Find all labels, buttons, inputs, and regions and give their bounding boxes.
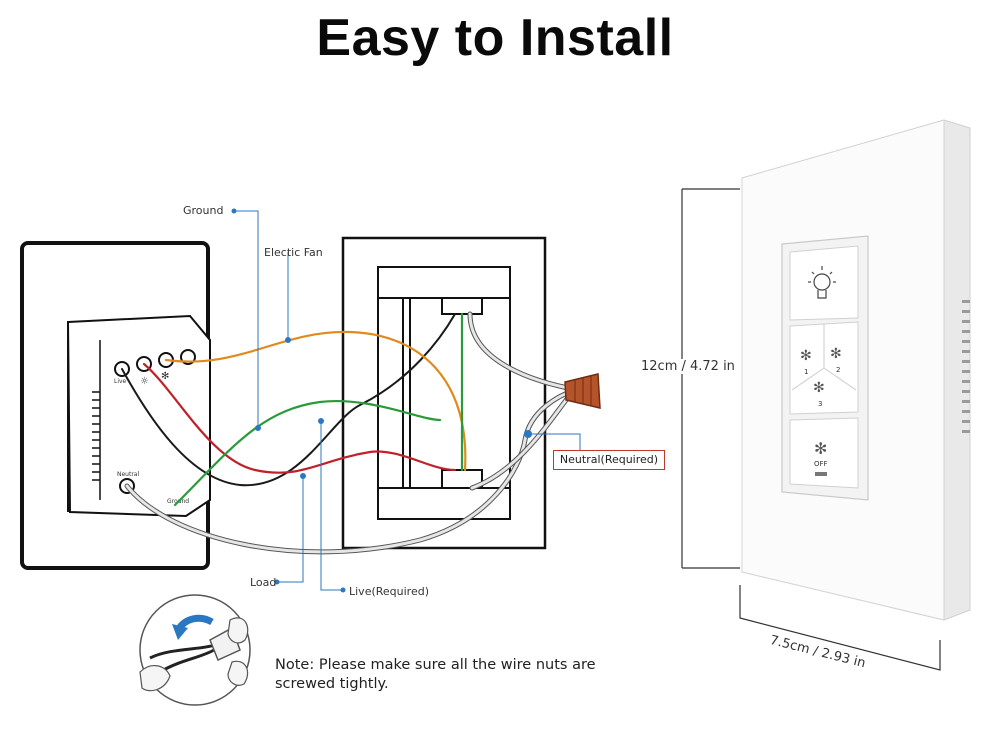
fan-off-label: OFF (814, 460, 828, 468)
status-led (815, 472, 827, 476)
fan-icon: ✻ (161, 371, 169, 382)
dimension-lines (681, 188, 941, 671)
junction-top-wire (468, 312, 570, 390)
ground-label: Ground (183, 204, 224, 217)
junction-box (341, 236, 547, 550)
twist-wire-nut-illustration (139, 594, 251, 706)
wires (121, 311, 578, 555)
fan-speed-2-icon: ✻ (830, 346, 842, 362)
wire-nut (564, 373, 601, 409)
load-label: Load (250, 576, 277, 589)
fan-speed-1-icon: ✻ (800, 348, 812, 364)
terminal-neutral-label: Neutral (117, 471, 139, 478)
switch-plate: ✻ ✻ ✻ 1 2 3 ✻ OFF (741, 119, 971, 621)
height-dimension: 12cm / 4.72 in (637, 359, 739, 374)
fan-speed-2-label: 2 (836, 366, 840, 374)
fan-off-icon: ✻ (814, 439, 827, 458)
fan-speed-1-label: 1 (804, 368, 808, 376)
leader-lines (234, 210, 581, 591)
live-wire (121, 313, 456, 487)
light-button (789, 245, 859, 321)
live-required-label: Live(Required) (349, 585, 430, 598)
fan-wire (164, 330, 467, 472)
leader-dots (231, 208, 532, 593)
fan-speed-3-icon: ✻ (813, 380, 825, 396)
page-title: Easy to Install (316, 9, 674, 67)
wire-nut-note: Note: Please make sure all the wire nuts… (275, 657, 596, 692)
electric-fan-label: Electic Fan (264, 246, 323, 259)
bulb-icon (808, 266, 836, 299)
junction-bottom-wire (470, 393, 572, 490)
neutral-required-label: Neutral(Required) (553, 450, 665, 470)
neutral-wire (125, 388, 577, 554)
fan-off-button (789, 417, 859, 489)
fan-speed-3-label: 3 (818, 400, 822, 408)
ground-wire (173, 399, 442, 507)
terminal-live-label: Live (114, 378, 127, 385)
load-wire (142, 362, 457, 474)
light-icon: ☼ (140, 376, 149, 387)
